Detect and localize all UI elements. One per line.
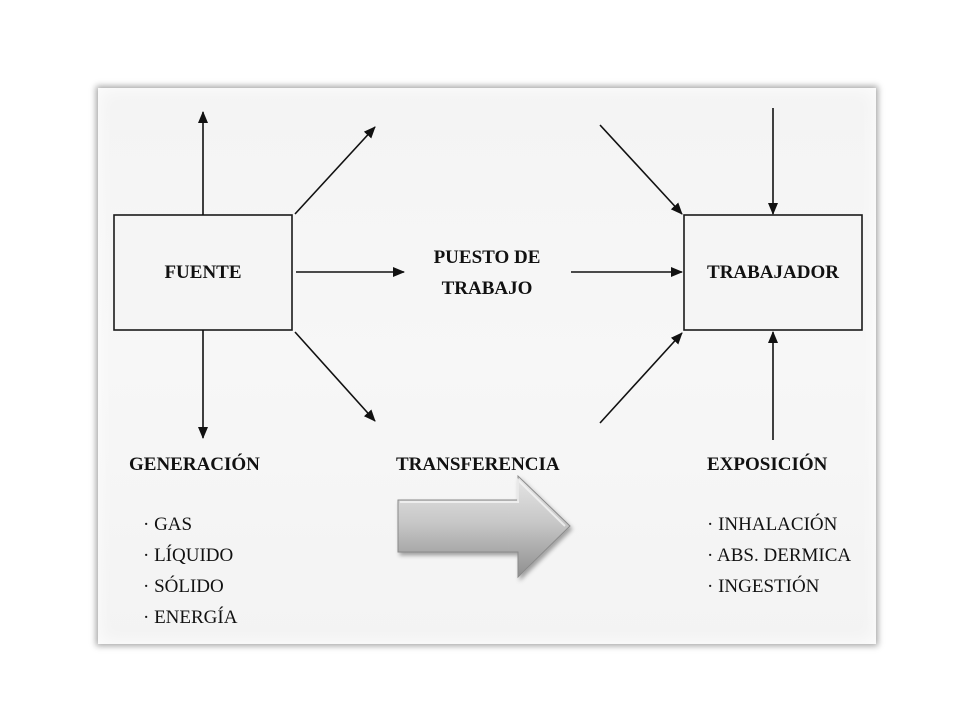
trabajador-label: TRABAJADOR bbox=[707, 262, 839, 283]
arrow-into-trabajador-upper bbox=[599, 124, 683, 215]
exposicion-title: EXPOSICIÓN bbox=[707, 453, 828, 475]
arrow-fuente-lower-right bbox=[294, 331, 376, 422]
exposicion-item: · ABS. DERMICA bbox=[707, 545, 851, 566]
transferencia-title: TRANSFERENCIA bbox=[396, 454, 560, 475]
fuente-label: FUENTE bbox=[164, 262, 241, 283]
big-right-arrow-icon bbox=[397, 474, 571, 579]
generacion-item: · LÍQUIDO bbox=[143, 544, 233, 566]
exposicion-item: · INGESTIÓN bbox=[707, 575, 820, 597]
generacion-item: · GAS bbox=[143, 514, 192, 535]
exposicion-item: · INHALACIÓN bbox=[707, 513, 838, 535]
puesto-label-line2: TRABAJO bbox=[442, 278, 533, 299]
arrow-fuente-upper-right bbox=[294, 126, 376, 215]
generacion-item: · ENERGÍA bbox=[143, 606, 238, 628]
arrow-into-trabajador-lower bbox=[599, 332, 683, 424]
puesto-label-line1: PUESTO DE bbox=[434, 247, 541, 268]
trabajador-box bbox=[683, 214, 863, 331]
fuente-box bbox=[113, 214, 293, 331]
generacion-item: · SÓLIDO bbox=[143, 575, 224, 597]
generacion-title: GENERACIÓN bbox=[129, 453, 260, 475]
